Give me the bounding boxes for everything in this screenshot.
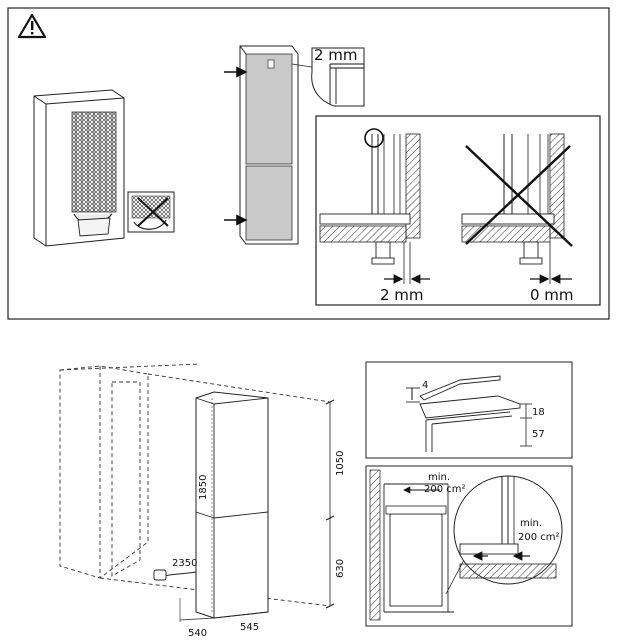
dim-cable: 2350 xyxy=(172,558,197,569)
fridge-back-illustration xyxy=(33,89,125,247)
niche-dimension-drawing xyxy=(59,363,335,622)
dim-height-total: 1850 xyxy=(198,475,209,500)
cable-inset-crossed xyxy=(127,191,175,233)
appliance-front-illustration xyxy=(224,45,319,245)
detail-correct-illustration xyxy=(319,128,430,284)
top-gap-label: 4 xyxy=(422,380,428,391)
detail-wrong-illustration xyxy=(461,133,573,284)
top-clearance-illustration xyxy=(406,375,532,452)
detail-wrong-label: 0 mm xyxy=(530,286,574,304)
vent-top-label-2: 200 cm² xyxy=(424,484,466,495)
top-d1-label: 18 xyxy=(532,407,545,418)
vent-bottom-label-2: 200 cm² xyxy=(518,532,560,543)
warning-triangle-icon xyxy=(17,13,47,39)
dim-depth: 545 xyxy=(240,622,259,633)
gap-callout-bubble xyxy=(311,47,365,107)
ventilation-illustration xyxy=(369,469,563,621)
dim-height-upper: 1050 xyxy=(335,451,346,476)
top-d2-label: 57 xyxy=(532,429,545,440)
dim-height-lower: 630 xyxy=(335,559,346,578)
gap-callout-label: 2 mm xyxy=(314,46,358,64)
vent-top-label-1: min. xyxy=(428,472,450,483)
vent-bottom-label-1: min. xyxy=(520,518,542,529)
detail-correct-label: 2 mm xyxy=(380,286,424,304)
dim-width-front: 540 xyxy=(188,628,207,639)
top-panel-frame xyxy=(7,7,610,320)
